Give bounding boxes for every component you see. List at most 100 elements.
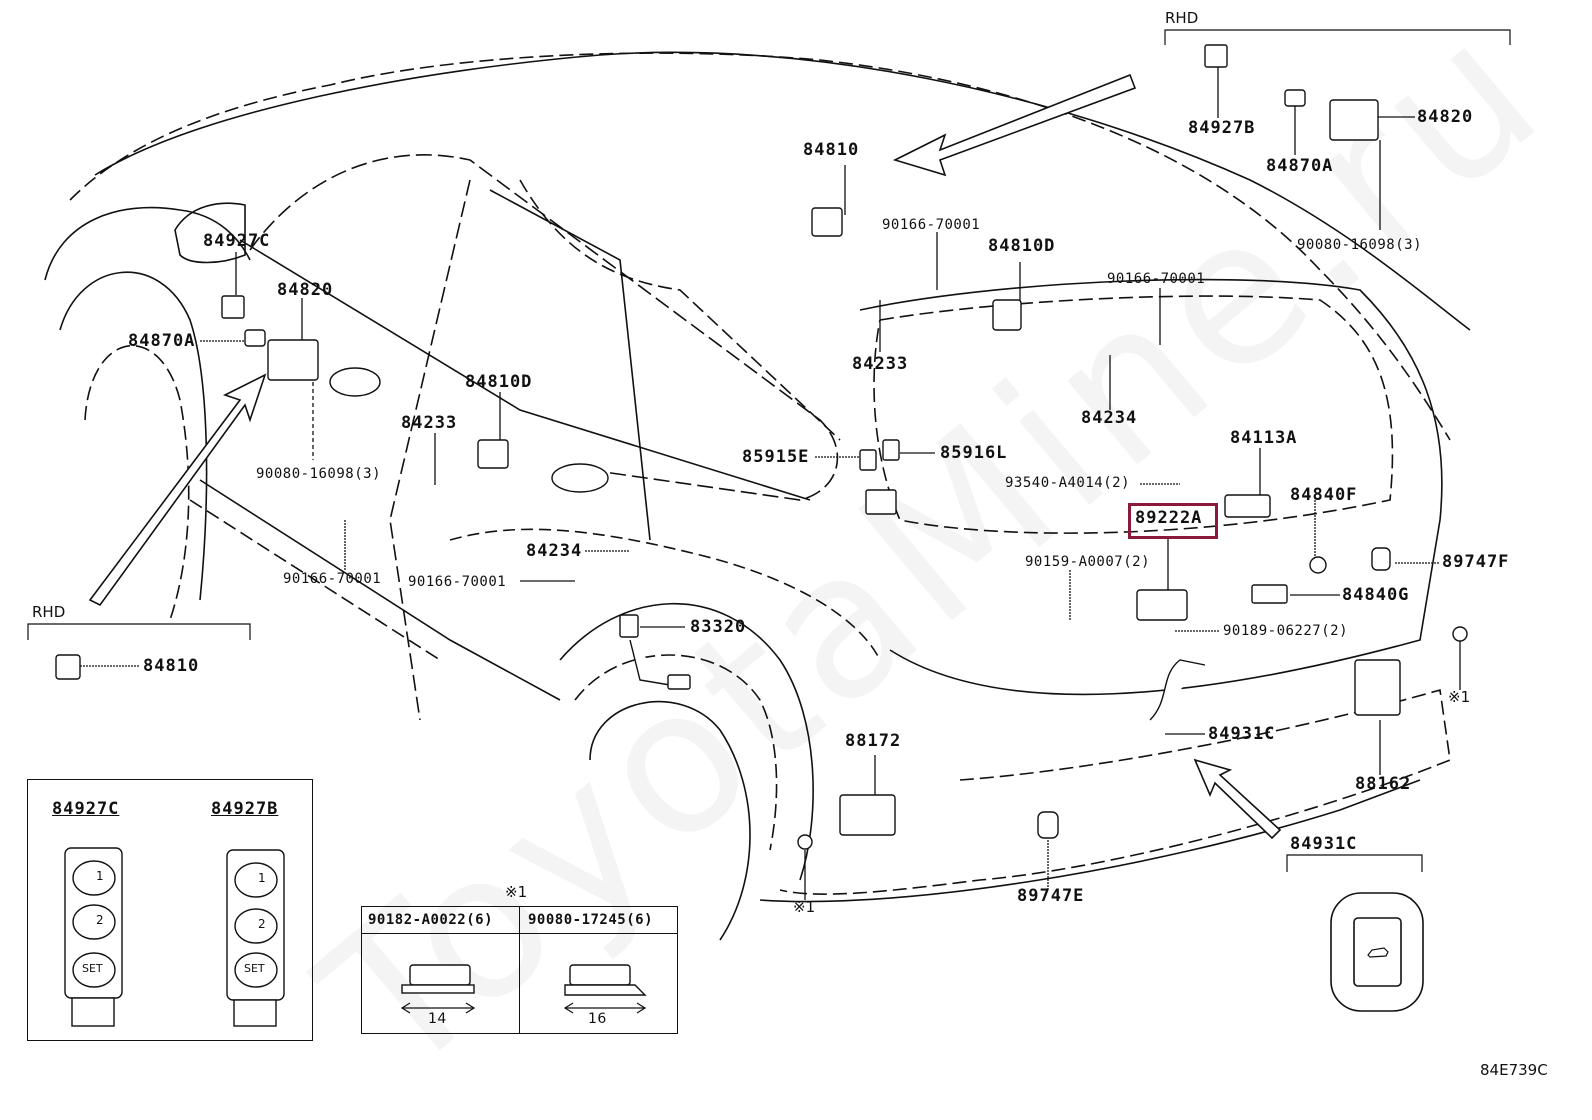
part-label-84870a[interactable]: 84870A bbox=[1266, 156, 1334, 176]
part-84810d-mid-glyph bbox=[477, 439, 509, 469]
part-89222a-glyph bbox=[1136, 589, 1188, 621]
switch-84927c-set bbox=[72, 952, 116, 988]
arrow-left bbox=[88, 373, 267, 607]
rhd-84810-glyph bbox=[55, 654, 81, 680]
note-marker-1: ※1 bbox=[793, 898, 816, 916]
rear-wheel-arch bbox=[559, 602, 814, 881]
memory-2-label: 2 bbox=[96, 913, 104, 927]
part-label-85915e[interactable]: 85915E bbox=[742, 447, 810, 467]
arrow-top bbox=[892, 73, 1137, 177]
switch-84927b-btn2 bbox=[234, 908, 278, 944]
part-label-90189-06227[interactable]: 90189-06227(2) bbox=[1223, 623, 1349, 639]
rhd-top-bracket bbox=[1164, 29, 1511, 45]
part-84931c-harness bbox=[1149, 659, 1206, 721]
arrow-bottom-right bbox=[1193, 758, 1282, 840]
part-label-84810[interactable]: 84810 bbox=[143, 656, 200, 676]
part-84927c-glyph bbox=[221, 295, 245, 319]
inset-title-84931c[interactable]: 84931C bbox=[1290, 834, 1358, 854]
part-label-84810d[interactable]: 84810D bbox=[988, 236, 1056, 256]
part-label-84927b[interactable]: 84927B bbox=[1188, 118, 1256, 138]
qtr-panel bbox=[449, 528, 881, 661]
front-fender bbox=[44, 206, 251, 281]
part-label-90166-70001[interactable]: 90166-70001 bbox=[408, 574, 507, 590]
highlight-box bbox=[1128, 503, 1218, 539]
rear-door-frame bbox=[519, 179, 841, 441]
part-label-84840g[interactable]: 84840G bbox=[1342, 585, 1410, 605]
part-88172-glyph bbox=[839, 794, 896, 836]
rhd-label: RHD bbox=[32, 603, 66, 621]
memory-2-label: 2 bbox=[258, 917, 266, 931]
nut-90182-flange bbox=[401, 984, 475, 994]
rear-hatch-outer bbox=[859, 278, 1443, 696]
memory-1-label: 1 bbox=[96, 869, 104, 883]
part-label-89747e[interactable]: 89747E bbox=[1017, 886, 1085, 906]
part-label-84870a[interactable]: 84870A bbox=[128, 331, 196, 351]
part-label-84810d[interactable]: 84810D bbox=[465, 372, 533, 392]
part-84820-glyph bbox=[267, 339, 319, 381]
part-label-90166-70001[interactable]: 90166-70001 bbox=[882, 217, 981, 233]
switch-84927b-connector bbox=[233, 999, 277, 1027]
front-window-frame bbox=[249, 154, 839, 501]
liftgate-car-icon bbox=[1367, 947, 1389, 958]
table-note-marker: ※1 bbox=[505, 883, 528, 901]
part-label-88172[interactable]: 88172 bbox=[845, 731, 902, 751]
part-label-85916l[interactable]: 85916L bbox=[940, 443, 1008, 463]
part-84840f-glyph bbox=[1309, 556, 1327, 574]
clip-glyph-b bbox=[1452, 626, 1468, 642]
clip-glyph-a bbox=[797, 834, 813, 850]
part-label-90159-a0007[interactable]: 90159-A0007(2) bbox=[1025, 554, 1151, 570]
side-sill-dash bbox=[189, 499, 441, 661]
roof-outer bbox=[94, 51, 1471, 331]
part-83320-cable bbox=[629, 639, 671, 686]
part-label-90166-70001[interactable]: 90166-70001 bbox=[1107, 271, 1206, 287]
part-label-90080-16098[interactable]: 90080-16098(3) bbox=[1297, 237, 1423, 253]
part-label-90166-70001[interactable]: 90166-70001 bbox=[283, 571, 382, 587]
table-cell-size: 16 bbox=[588, 1011, 607, 1027]
part-label-84113a[interactable]: 84113A bbox=[1230, 428, 1298, 448]
part-85-bracket bbox=[865, 489, 897, 515]
part-label-84810[interactable]: 84810 bbox=[803, 140, 860, 160]
front-wheel bbox=[84, 345, 190, 621]
part-label-84233[interactable]: 84233 bbox=[852, 354, 909, 374]
part-label-88162[interactable]: 88162 bbox=[1355, 774, 1412, 794]
rear-window bbox=[489, 189, 651, 541]
part-label-84927c[interactable]: 84927C bbox=[203, 231, 271, 251]
part-label-84234[interactable]: 84234 bbox=[526, 541, 583, 561]
table-cell-part[interactable]: 90182-A0022(6) bbox=[368, 912, 494, 928]
part-84113a-glyph bbox=[1224, 494, 1271, 518]
rear-bumper bbox=[779, 688, 1451, 895]
part-89747e-glyph bbox=[1037, 811, 1059, 839]
inset-title-84927b[interactable]: 84927B bbox=[211, 799, 279, 819]
part-label-83320[interactable]: 83320 bbox=[690, 617, 747, 637]
part-label-84820[interactable]: 84820 bbox=[277, 280, 334, 300]
part-84810d-glyph bbox=[992, 299, 1022, 331]
part-label-84931c[interactable]: 84931C bbox=[1208, 724, 1276, 744]
part-label-84234[interactable]: 84234 bbox=[1081, 408, 1138, 428]
part-label-90080-16098[interactable]: 90080-16098(3) bbox=[256, 466, 382, 482]
table-cell-size: 14 bbox=[428, 1011, 447, 1027]
switch-84927b-set bbox=[234, 952, 278, 988]
part-label-84840f[interactable]: 84840F bbox=[1290, 485, 1358, 505]
memory-1-label: 1 bbox=[258, 871, 266, 885]
inset-84931c-bezel bbox=[1330, 892, 1424, 1012]
inset-title-84927c[interactable]: 84927C bbox=[52, 799, 120, 819]
part-83320-plug bbox=[667, 674, 691, 690]
set-label: SET bbox=[82, 962, 103, 975]
door-handle-front bbox=[329, 367, 381, 397]
rhd-84927b-glyph bbox=[1204, 44, 1228, 68]
part-label-89222a[interactable]: 89222A bbox=[1135, 508, 1203, 528]
part-label-84820[interactable]: 84820 bbox=[1417, 107, 1474, 127]
rear-wheel-arch-inner bbox=[574, 654, 778, 851]
b-pillar bbox=[389, 179, 471, 721]
rear-wheel bbox=[589, 700, 751, 941]
part-label-84233[interactable]: 84233 bbox=[401, 413, 458, 433]
fastener-table: 90182-A0022(6) 90080-17245(6) 14 16 bbox=[361, 906, 678, 1034]
inset-84931c-button bbox=[1353, 917, 1402, 987]
part-label-93540-a4014[interactable]: 93540-A4014(2) bbox=[1005, 475, 1131, 491]
table-divider bbox=[519, 907, 520, 1033]
roof-line bbox=[69, 52, 1451, 441]
table-cell-part[interactable]: 90080-17245(6) bbox=[528, 912, 654, 928]
switch-84927c-connector bbox=[71, 997, 115, 1027]
part-label-89747f[interactable]: 89747F bbox=[1442, 552, 1510, 572]
